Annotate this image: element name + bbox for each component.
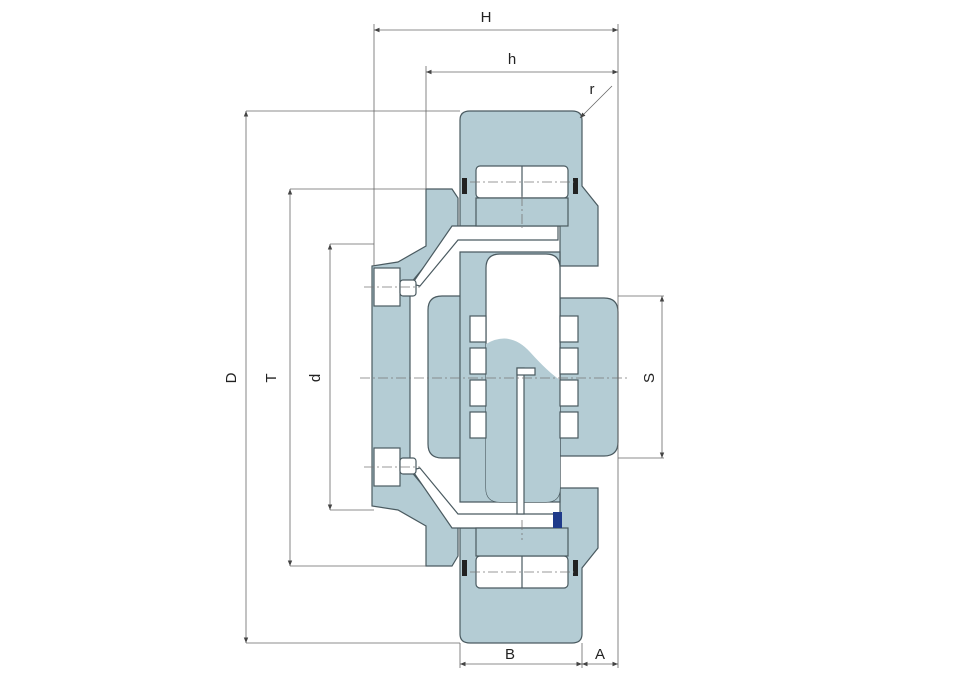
dimension-labels: H h r D T d S B A (223, 9, 658, 663)
plug-seal (553, 512, 562, 528)
needle-left-3 (469, 379, 487, 407)
label-T: T (263, 373, 280, 382)
label-A: A (595, 646, 605, 663)
needle-left-2 (469, 347, 487, 375)
center-lines (360, 181, 630, 573)
seals (462, 178, 578, 576)
label-D: D (223, 372, 240, 383)
needle-right-2 (559, 347, 579, 375)
nipple-top-tip (399, 279, 417, 297)
label-B: B (505, 646, 515, 663)
roller-bottom-outer-b (475, 527, 569, 557)
shaft-drill-horizontal (516, 367, 536, 376)
rollers (469, 165, 579, 589)
nipple-bottom-tip (399, 457, 417, 475)
needle-left-1 (469, 315, 487, 343)
label-H: H (481, 9, 492, 26)
shaft-drill-vertical (516, 367, 525, 515)
label-h: h (508, 51, 516, 68)
needle-right-4 (559, 411, 579, 439)
dimension-lines (243, 24, 665, 668)
needle-right-3 (559, 379, 579, 407)
label-d: d (307, 374, 324, 382)
label-S: S (641, 373, 658, 383)
needle-right-1 (559, 315, 579, 343)
needle-left-4 (469, 411, 487, 439)
label-r: r (590, 81, 595, 98)
dim-r-leader (579, 85, 613, 119)
oil-channel-top (411, 225, 559, 287)
